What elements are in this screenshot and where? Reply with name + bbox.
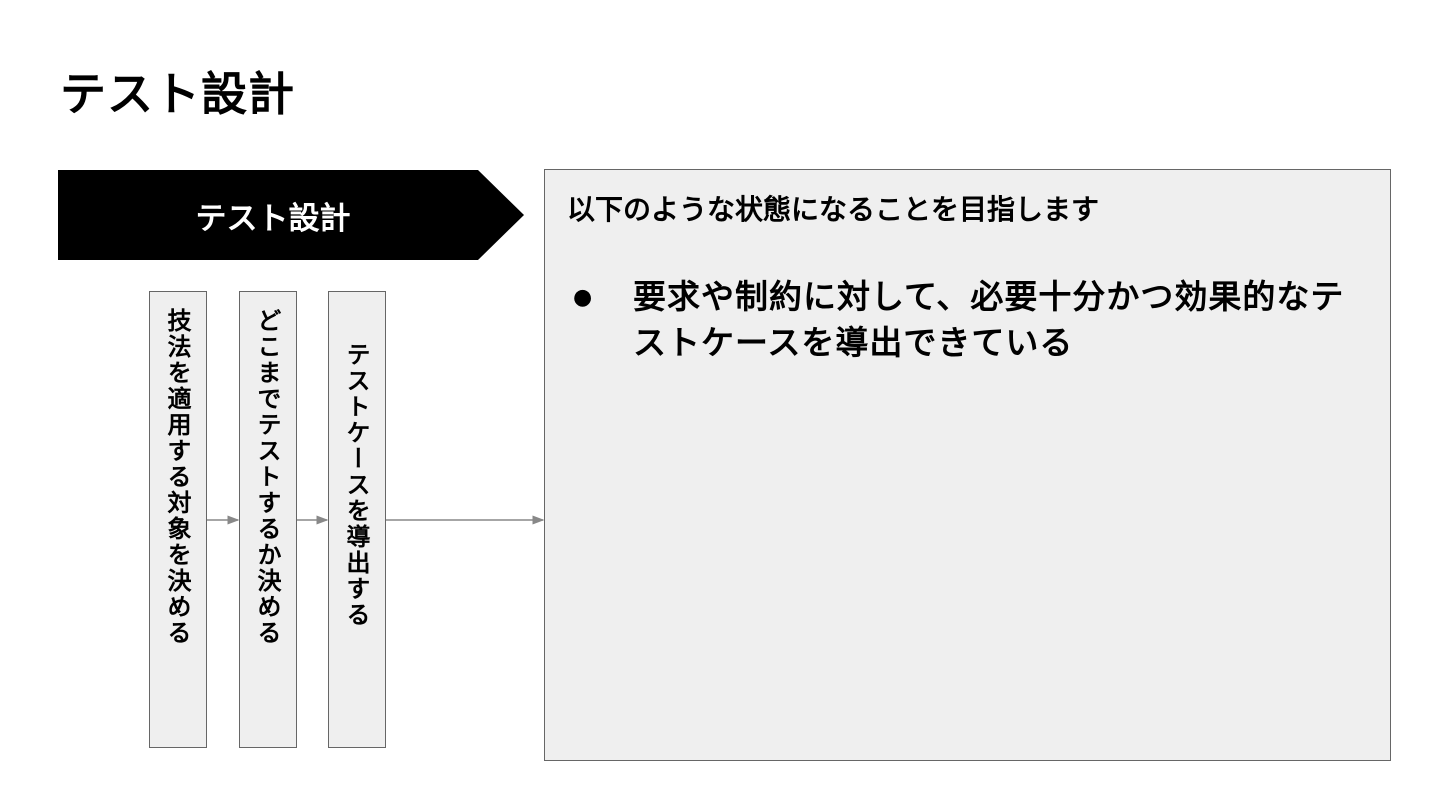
goal-heading: 以下のような状態になることを目指します (567, 193, 1100, 226)
goal-panel: 以下のような状態になることを目指します ● 要求や制約に対して、必要十分かつ効果… (544, 169, 1391, 761)
chevron-label: テスト設計 (195, 200, 351, 237)
step-label: どこまでテストするか決める (253, 308, 281, 646)
goal-bullet-item: ● 要求や制約に対して、必要十分かつ効果的なテストケースを導出できている (573, 274, 1363, 366)
step-box-select-target: 技法を適用する対象を決める (149, 291, 207, 748)
bullet-dot-icon: ● (573, 285, 593, 310)
page-title: テスト設計 (60, 67, 295, 121)
step-box-decide-scope: どこまでテストするか決める (239, 291, 297, 748)
chevron-shape (58, 170, 524, 260)
goal-bullet-text: 要求や制約に対して、必要十分かつ効果的なテストケースを導出できている (633, 277, 1345, 362)
step-box-derive-cases: テストケースを導出する (328, 291, 386, 748)
step-label: テストケースを導出する (342, 342, 370, 628)
step-label: 技法を適用する対象を決める (163, 308, 191, 646)
